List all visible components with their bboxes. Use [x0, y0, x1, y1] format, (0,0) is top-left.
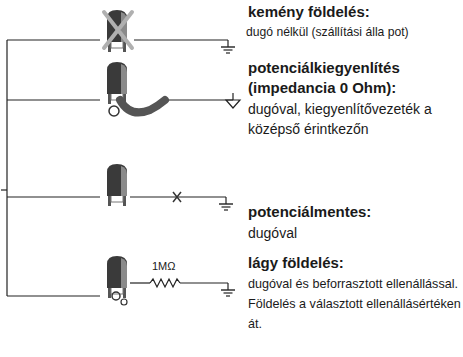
heading: lágy földelés:	[248, 253, 460, 273]
heading: kemény földelés:	[248, 2, 460, 22]
heading: potenciálkiegyenlítés (impedancia 0 Ohm)…	[248, 58, 440, 98]
description: dugóval	[248, 223, 460, 243]
resistor-symbol	[150, 279, 180, 287]
description: dugóval és beforrasztott ellenállással. …	[248, 274, 462, 334]
heading: potenciálmentes:	[248, 202, 460, 222]
description: dugóval, kiegyenlítővezeték a középső ér…	[248, 99, 460, 139]
resistor-value: 1MΩ	[152, 260, 192, 272]
description: dugó nélkül (szállítási álla pot)	[246, 22, 462, 42]
